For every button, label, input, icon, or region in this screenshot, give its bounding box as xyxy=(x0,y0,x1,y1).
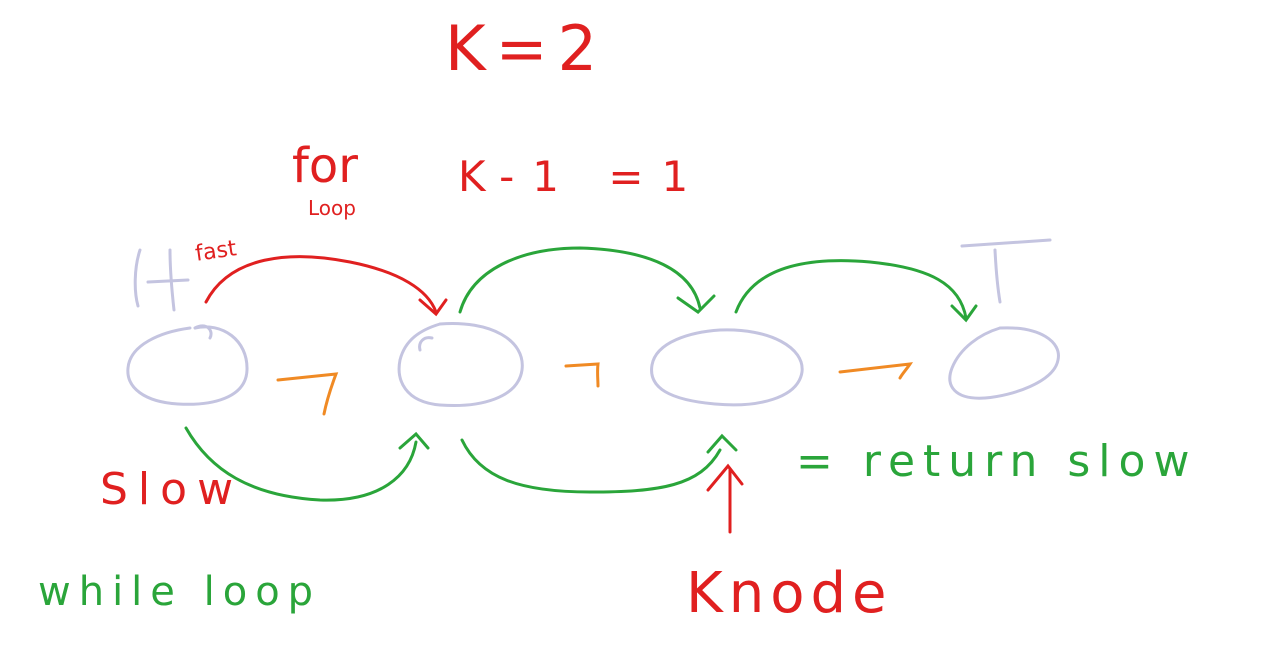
loop-label: Loop xyxy=(308,196,356,220)
tail-marker xyxy=(960,238,1052,304)
fast-hops xyxy=(458,246,978,323)
head-marker xyxy=(133,248,190,312)
next-arrow-3 xyxy=(838,362,914,380)
node-4 xyxy=(948,326,1060,400)
node-1 xyxy=(126,324,249,406)
node-2 xyxy=(397,321,524,407)
next-arrow-1 xyxy=(276,372,339,416)
for-label: for xyxy=(292,138,358,194)
k-equals-label: K=2 xyxy=(445,12,608,85)
k-minus-label: K-1 =1 xyxy=(458,152,707,201)
while-loop-label: while loop xyxy=(38,569,322,615)
node-3 xyxy=(650,328,804,407)
nodes xyxy=(126,321,1060,407)
slow-hops xyxy=(184,426,738,502)
fast-label: fast xyxy=(193,236,239,267)
knode-label: Knode xyxy=(686,561,893,626)
return-slow-label: = return slow xyxy=(796,436,1198,487)
fast-arrow xyxy=(204,255,448,317)
knode-arrow xyxy=(706,463,744,534)
slow-label: Slow xyxy=(100,464,244,515)
next-arrows xyxy=(276,362,914,416)
next-arrow-2 xyxy=(564,362,600,388)
